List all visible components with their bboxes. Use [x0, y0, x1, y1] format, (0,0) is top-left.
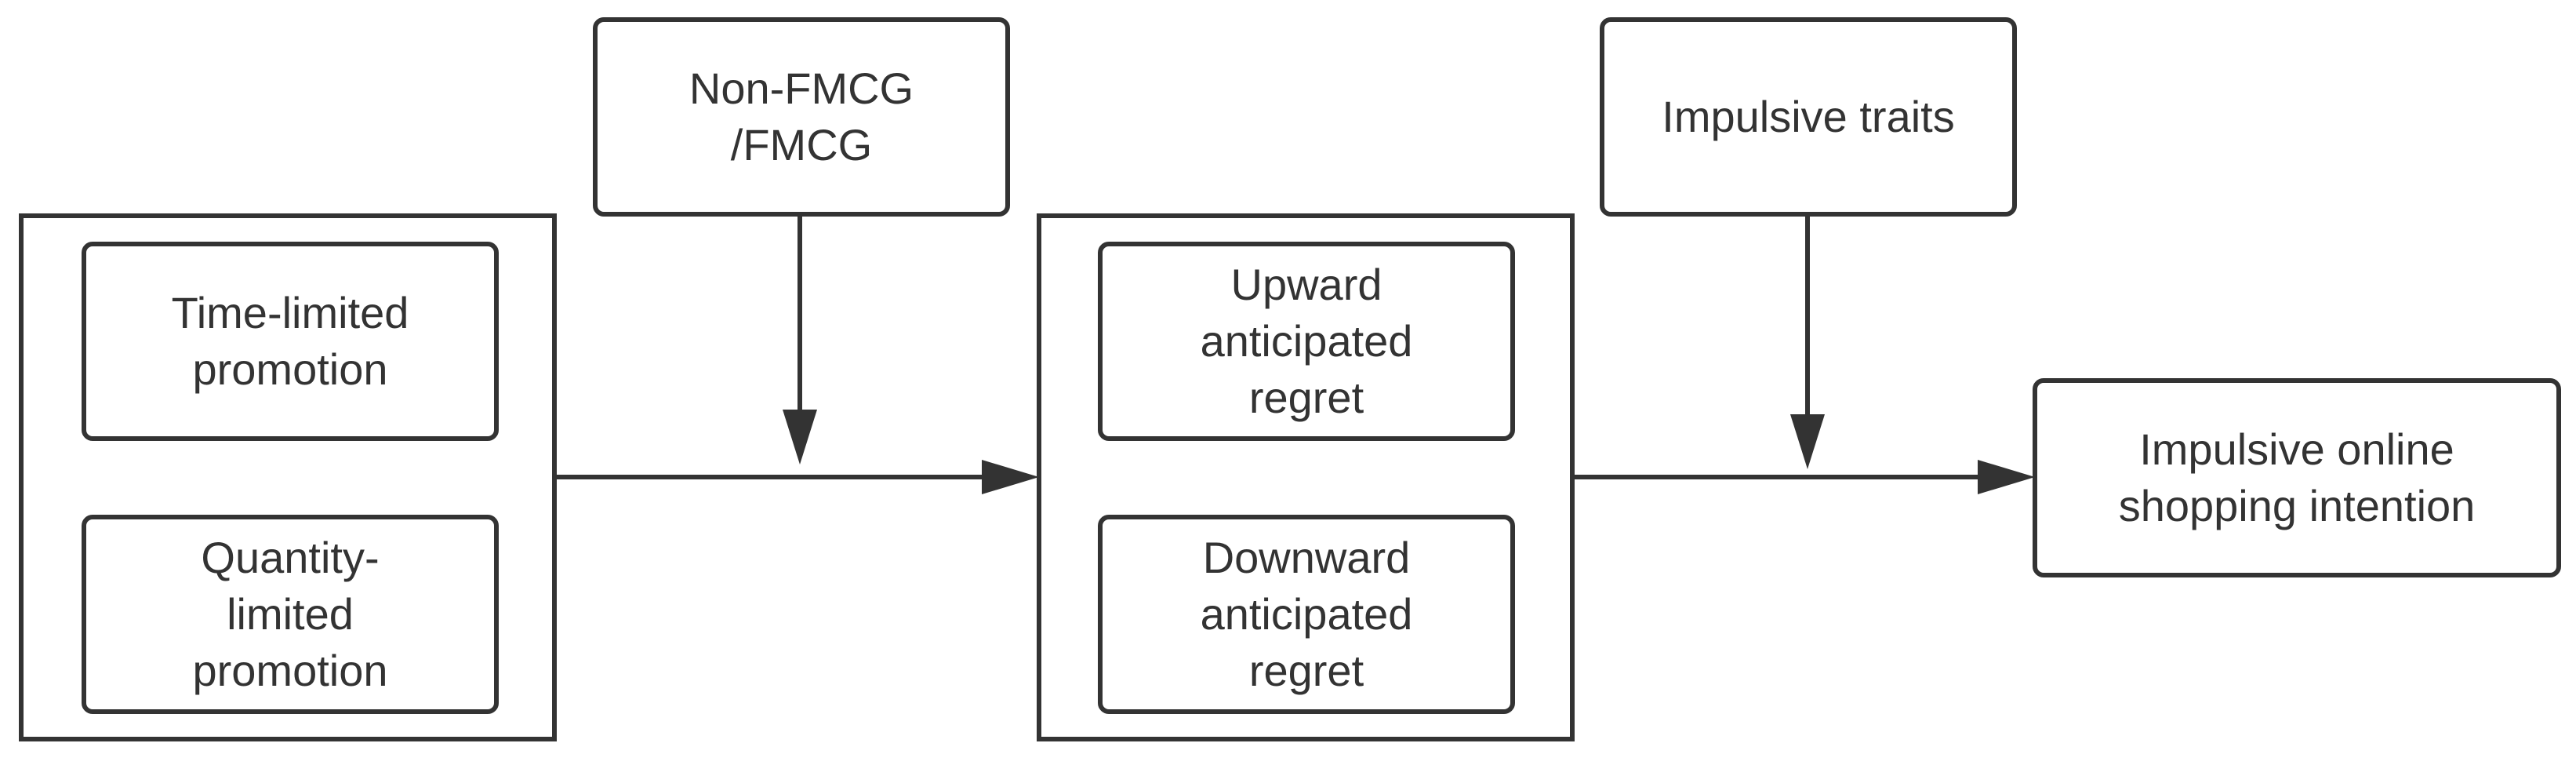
regret-group: [1037, 213, 1575, 741]
node-quantity-limited-promotion-label: Quantity- limited promotion: [192, 533, 388, 695]
node-time-limited-promotion-label: Time-limited promotion: [171, 288, 409, 394]
node-downward-regret-label: Downward anticipated regret: [1200, 533, 1413, 695]
node-upward-anticipated-regret: Upward anticipated regret: [1098, 242, 1515, 441]
node-goods-type-label: Non-FMCG /FMCG: [689, 64, 914, 169]
node-impulsive-online-shopping-intention: Impulsive online shopping intention: [2033, 378, 2561, 577]
node-quantity-limited-promotion: Quantity- limited promotion: [82, 515, 499, 714]
arrowhead-promotion-to-regret: [982, 460, 1039, 494]
node-upward-regret-label: Upward anticipated regret: [1200, 260, 1413, 422]
node-outcome-label: Impulsive online shopping intention: [2118, 424, 2476, 530]
node-time-limited-promotion: Time-limited promotion: [82, 242, 499, 441]
node-goods-type-moderator: Non-FMCG /FMCG: [593, 17, 1010, 217]
node-downward-anticipated-regret: Downward anticipated regret: [1098, 515, 1515, 714]
node-impulsive-traits-moderator: Impulsive traits: [1600, 17, 2017, 217]
arrowhead-goods-moderator: [783, 410, 817, 464]
arrowhead-regret-to-outcome: [1978, 460, 2035, 494]
arrowhead-traits-moderator: [1790, 414, 1825, 469]
node-impulsive-traits-label: Impulsive traits: [1662, 92, 1955, 141]
promotion-group: [19, 213, 557, 741]
